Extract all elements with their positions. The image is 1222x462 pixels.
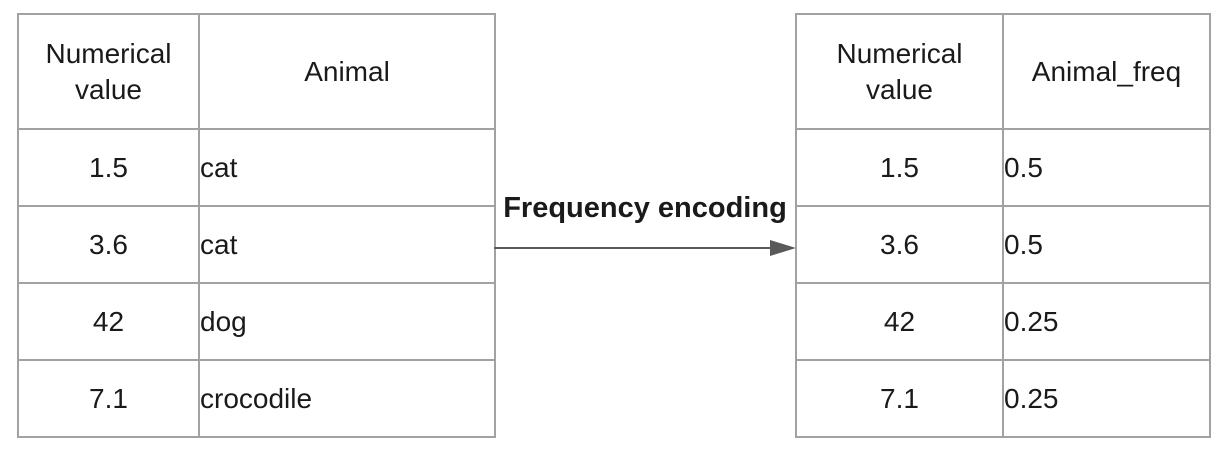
table-row: 42 dog [17, 282, 496, 361]
table-cell: 0.25 [1002, 282, 1211, 361]
table-row: 7.1 crocodile [17, 359, 496, 438]
table-row: 3.6 cat [17, 205, 496, 284]
column-header-numerical-value: Numerical value [17, 13, 200, 130]
column-header-numerical-value: Numerical value [795, 13, 1004, 130]
table-row: 1.5 cat [17, 128, 496, 207]
table-cell: 1.5 [795, 128, 1004, 207]
table-row: 42 0.25 [795, 282, 1211, 361]
table-cell: cat [198, 128, 496, 207]
table-cell: 0.5 [1002, 128, 1211, 207]
table-cell: 0.5 [1002, 205, 1211, 284]
table-cell: cat [198, 205, 496, 284]
table-cell: 42 [17, 282, 200, 361]
transform-label: Frequency encoding [503, 192, 787, 224]
table-cell: 42 [795, 282, 1004, 361]
transform-annotation: Frequency encoding [494, 190, 796, 260]
table-cell: 3.6 [795, 205, 1004, 284]
table-row: 7.1 0.25 [795, 359, 1211, 438]
column-header-animal-freq: Animal_freq [1002, 13, 1211, 130]
source-table-header-row: Numerical value Animal [17, 13, 496, 130]
source-table: Numerical value Animal 1.5 cat 3.6 cat 4… [17, 13, 496, 438]
right-arrow-icon [494, 240, 796, 256]
table-cell: 7.1 [17, 359, 200, 438]
table-row: 3.6 0.5 [795, 205, 1211, 284]
table-cell: 0.25 [1002, 359, 1211, 438]
table-cell: 7.1 [795, 359, 1004, 438]
column-header-animal: Animal [198, 13, 496, 130]
table-row: 1.5 0.5 [795, 128, 1211, 207]
encoded-table: Numerical value Animal_freq 1.5 0.5 3.6 … [795, 13, 1211, 438]
table-cell: 1.5 [17, 128, 200, 207]
table-cell: crocodile [198, 359, 496, 438]
table-cell: dog [198, 282, 496, 361]
table-cell: 3.6 [17, 205, 200, 284]
encoded-table-header-row: Numerical value Animal_freq [795, 13, 1211, 130]
